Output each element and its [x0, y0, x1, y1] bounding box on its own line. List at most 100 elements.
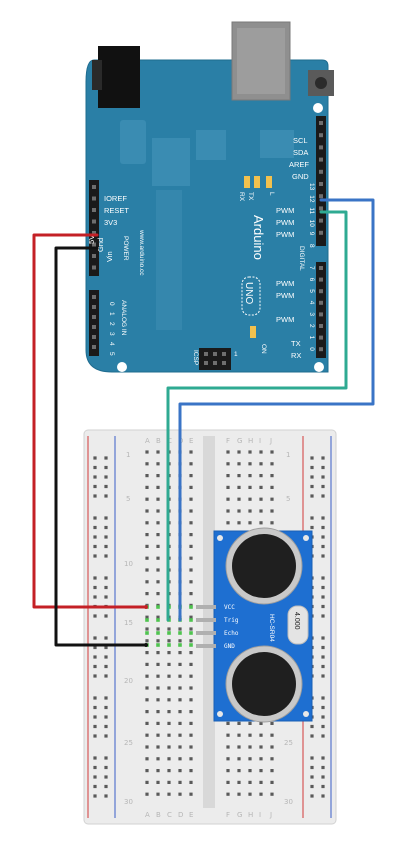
digital-header-lower: [316, 262, 326, 358]
analog-num-0: 0: [108, 302, 115, 306]
bb-hole: [270, 497, 274, 501]
power-header-pin: [92, 185, 96, 189]
bb-hole: [270, 733, 274, 737]
transducer-bottom-inner: [232, 652, 296, 716]
digital-header-pins: [319, 121, 323, 352]
bb-hole: [145, 533, 149, 537]
digital-header-pin: [319, 206, 323, 211]
bb-rail-hole: [104, 544, 108, 549]
board-crystal: [260, 130, 294, 158]
bb-hole: [226, 792, 230, 796]
analog-num-4: 4: [108, 342, 115, 346]
label-digital: DIGITAL: [298, 246, 305, 271]
bb-rail-hole: [321, 465, 325, 470]
uno-badge: [241, 276, 261, 316]
bb-hole: [248, 462, 252, 466]
label-sda: SDA: [293, 148, 308, 157]
bb-connected-hole: [156, 605, 160, 609]
bb-rail-hole: [93, 516, 97, 520]
bb-hole: [189, 662, 193, 666]
bb-hole: [270, 721, 274, 725]
bb-hole: [248, 780, 252, 784]
bb-col-d-bottom: D: [178, 811, 183, 819]
bb-rail-hole: [321, 794, 325, 798]
bb-hole: [270, 462, 274, 466]
wire-echo: [178, 198, 375, 622]
sensor-crystal-label: 4.000: [293, 612, 300, 630]
bb-hole: [226, 733, 230, 737]
bb-rail-hole: [104, 765, 108, 770]
bb-hole: [237, 733, 241, 737]
bb-rail-hole: [93, 724, 97, 729]
bb-hole: [248, 792, 252, 796]
bb-hole: [167, 792, 171, 796]
bb-hole: [145, 662, 149, 666]
bb-hole: [259, 474, 263, 478]
bb-hole: [248, 769, 252, 773]
bb-rail-hole: [93, 765, 97, 770]
bb-hole: [156, 474, 160, 478]
bb-row-1-left: 1: [126, 451, 130, 459]
digital-pin-num-8: 8: [308, 244, 315, 248]
icsp-pin: [204, 352, 208, 356]
bb-hole: [156, 592, 160, 596]
bb-rail-hole: [321, 595, 325, 599]
digital-pin-num-9: 9: [308, 232, 315, 236]
bb-rail-hole: [104, 715, 108, 719]
bb-rail-hole: [310, 456, 314, 460]
analog-num-1: 1: [108, 312, 115, 316]
bb-rail-hole: [321, 784, 325, 789]
bb-hole: [189, 544, 193, 548]
bb-hole: [167, 733, 171, 737]
label-analog-in: ANALOG IN: [120, 300, 127, 336]
bb-hole: [189, 780, 193, 784]
bb-rail-hole: [104, 756, 108, 760]
rx-led-label: RX: [238, 192, 245, 202]
bb-hole: [156, 651, 160, 655]
bb-rail-hole: [93, 794, 97, 798]
analog-header-pin: [92, 335, 96, 339]
bb-rail-hole: [321, 585, 325, 590]
bb-col-g-bottom: G: [237, 811, 242, 819]
bb-hole: [156, 780, 160, 784]
bb-hole: [189, 497, 193, 501]
bb-rail-hole: [321, 475, 325, 479]
bb-hole: [145, 639, 149, 643]
sensor-leg-gnd: [196, 644, 216, 648]
hc-sr04-sensor: 4.000 HC-SR04 VCC Trig Echo GND: [196, 527, 313, 723]
tx-led: [244, 176, 250, 188]
bb-hole: [189, 651, 193, 655]
wire-trig: [166, 210, 348, 622]
bb-rail-hole: [93, 576, 97, 580]
bb-hole: [167, 769, 171, 773]
analog-header-pin: [92, 305, 96, 309]
bb-hole: [156, 639, 160, 643]
label-ioref: IOREF: [104, 194, 127, 203]
bb-hole: [156, 627, 160, 631]
bb-hole: [237, 769, 241, 773]
bb-hole: [189, 733, 193, 737]
bb-hole: [145, 485, 149, 489]
bb-hole: [145, 721, 149, 725]
bb-hole: [189, 757, 193, 761]
bb-connected-hole: [145, 618, 149, 622]
sensor-hole-4: [303, 711, 309, 717]
wire-5v-vcc: [32, 233, 148, 609]
rx-led: [254, 176, 260, 188]
bb-rail-hole: [321, 614, 325, 618]
bb-hole: [189, 509, 193, 513]
bb-rail-hole: [321, 554, 325, 558]
digital-pin-num-12: 12: [308, 195, 315, 203]
bb-hole: [226, 485, 230, 489]
bb-rail-hole: [93, 655, 97, 659]
bb-hole: [189, 450, 193, 454]
bb-rail-hole: [93, 465, 97, 470]
bb-hole: [237, 509, 241, 513]
analog-header: [89, 290, 99, 356]
bb-hole: [259, 497, 263, 501]
bb-hole: [259, 769, 263, 773]
bb-rail-hole: [104, 576, 108, 580]
digital-header-pin: [319, 230, 323, 235]
bb-hole: [167, 710, 171, 714]
